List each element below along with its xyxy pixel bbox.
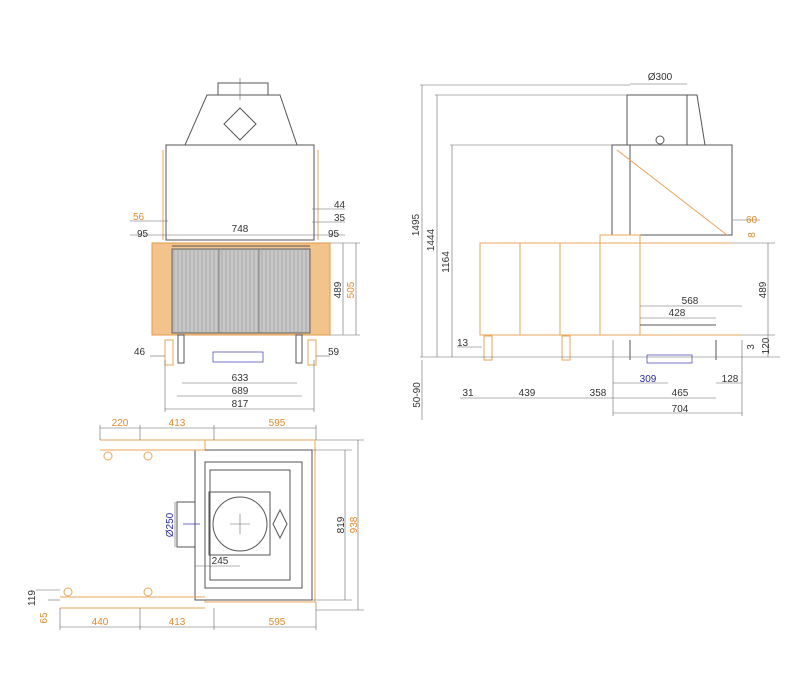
dim-50-90: 50-90 [412, 382, 423, 408]
dim-440: 440 [92, 617, 109, 628]
dim-31: 31 [462, 388, 474, 399]
flue-opening [212, 496, 268, 552]
dim-428: 428 [669, 308, 686, 319]
dim-489-side: 489 [758, 281, 769, 298]
dim-309: 309 [640, 374, 657, 385]
hood [184, 94, 298, 146]
dim-59: 59 [328, 347, 340, 358]
dim-413-bottom: 413 [169, 617, 186, 628]
dim-diameter-300: Ø300 [648, 72, 673, 83]
diamond-vent-icon [223, 107, 257, 141]
leg-left [177, 334, 185, 364]
dim-1164: 1164 [441, 251, 452, 273]
dim-95-right: 95 [328, 229, 340, 240]
dim-938: 938 [349, 516, 360, 533]
dim-358: 358 [590, 388, 607, 399]
dim-595-bottom: 595 [269, 617, 286, 628]
flue-collar [217, 82, 269, 96]
dim-568: 568 [682, 296, 699, 307]
dim-65: 65 [39, 612, 50, 624]
dim-56: 56 [133, 212, 145, 223]
dim-95-left: 95 [137, 229, 149, 240]
dim-46: 46 [134, 347, 146, 358]
diamond-vent-icon-top [272, 508, 288, 540]
dim-1495: 1495 [411, 213, 422, 236]
side-upper-body [611, 144, 733, 236]
dim-465: 465 [672, 388, 689, 399]
dim-3: 3 [746, 344, 757, 350]
dim-633: 633 [232, 373, 249, 384]
dim-413-top: 413 [169, 418, 186, 429]
dim-489: 489 [333, 281, 344, 298]
dim-128: 128 [722, 374, 739, 385]
dim-704: 704 [672, 404, 689, 415]
dim-595-top: 595 [269, 418, 286, 429]
upper-body [165, 144, 315, 241]
dim-60: 60 [746, 215, 758, 226]
dim-245: 245 [212, 556, 229, 567]
side-hood [686, 94, 706, 146]
dim-8: 8 [747, 232, 758, 238]
dim-220: 220 [112, 418, 129, 429]
dim-120: 120 [761, 337, 772, 354]
dim-35: 35 [334, 213, 346, 224]
top-view: 220 413 595 440 413 595 819 938 Ø250 245… [27, 418, 364, 630]
dim-119: 119 [27, 590, 38, 606]
dim-diameter-250: Ø250 [165, 512, 176, 537]
dim-819: 819 [336, 516, 347, 533]
dim-44: 44 [334, 200, 346, 211]
dim-13: 13 [457, 338, 469, 349]
support-arm [616, 149, 728, 236]
glass-door [171, 248, 311, 334]
front-view: 748 95 95 56 44 35 489 505 46 59 633 689… [130, 78, 360, 412]
side-view: Ø300 1495 1444 1164 60 8 489 568 428 13 … [411, 72, 780, 420]
dim-439: 439 [519, 388, 536, 399]
dim-1444: 1444 [426, 228, 437, 251]
dim-748: 748 [232, 224, 249, 235]
dim-505: 505 [346, 281, 357, 298]
dim-689: 689 [232, 386, 249, 397]
dim-817: 817 [232, 399, 249, 410]
leg-right [295, 334, 303, 364]
